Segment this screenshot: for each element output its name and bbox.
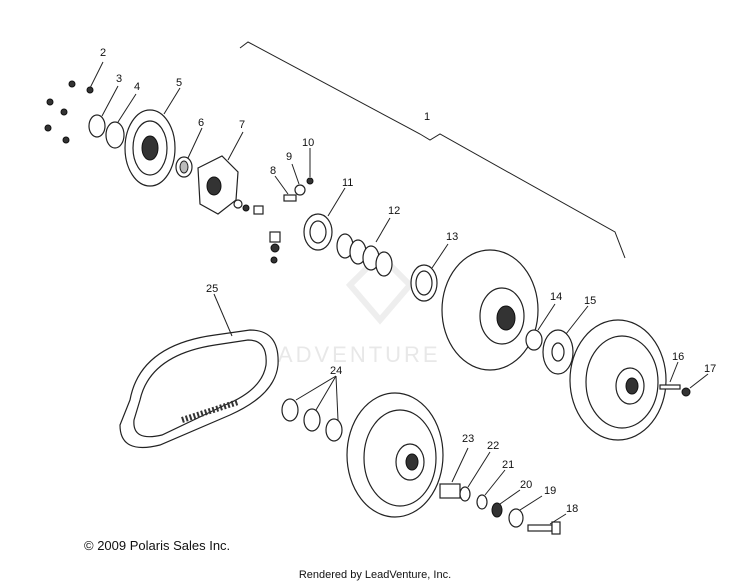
rendered-by-text: Rendered by LeadVenture, Inc. <box>298 569 452 581</box>
washer-part-22 <box>459 451 491 502</box>
copyright-text: © 2009 Polaris Sales Inc. <box>84 538 231 553</box>
bushing-part-23 <box>439 447 469 499</box>
spring-part-12 <box>336 217 393 277</box>
callout-3: 3 <box>116 73 122 85</box>
callout-17: 17 <box>704 363 716 375</box>
callout-22: 22 <box>487 440 499 452</box>
callout-19: 19 <box>544 485 556 497</box>
callout-9: 9 <box>286 151 292 163</box>
drive-belt-part-25 <box>119 293 279 449</box>
callout-24: 24 <box>330 365 342 377</box>
washer-part-10 <box>306 148 314 185</box>
callout-6: 6 <box>198 117 204 129</box>
callout-25: 25 <box>206 283 218 295</box>
washer-part-19 <box>508 495 543 528</box>
clip-part-17 <box>681 373 709 397</box>
callout-5: 5 <box>176 77 182 89</box>
cover-part-5 <box>124 87 181 187</box>
assembly-bracket <box>239 41 626 259</box>
washer-part-21 <box>476 469 506 510</box>
screws-part-2 <box>44 61 104 144</box>
bushing-part-14 <box>525 303 556 351</box>
callout-16: 16 <box>672 351 684 363</box>
callout-7: 7 <box>239 119 245 131</box>
callout-18: 18 <box>566 503 578 515</box>
callout-2: 2 <box>100 47 106 59</box>
pin-part-16 <box>659 361 681 390</box>
fixed-sheave-lower <box>346 392 444 518</box>
ring-part-3 <box>88 85 119 138</box>
callout-23: 23 <box>462 433 474 445</box>
movable-sheave <box>441 249 539 371</box>
callout-11: 11 <box>342 177 353 189</box>
callout-14: 14 <box>550 291 562 303</box>
callout-15: 15 <box>584 295 596 307</box>
spider-part-7 <box>197 131 264 215</box>
bolt-part-18 <box>527 513 567 535</box>
callout-13: 13 <box>446 231 458 243</box>
fixed-sheave-upper <box>569 319 667 441</box>
pin-part-8 <box>274 175 297 202</box>
callout-21: 21 <box>502 459 514 471</box>
small-bushings <box>269 231 281 264</box>
callout-4: 4 <box>134 81 140 93</box>
callout-1: 1 <box>424 111 430 123</box>
roller-part-9 <box>291 163 306 196</box>
ring-part-13 <box>410 243 449 302</box>
callout-10: 10 <box>302 137 314 149</box>
washer-part-15 <box>542 305 589 375</box>
washer-part-4 <box>105 93 137 149</box>
seal-part-11 <box>303 187 346 251</box>
callout-12: 12 <box>388 205 400 217</box>
callout-20: 20 <box>520 479 532 491</box>
callout-8: 8 <box>270 165 276 177</box>
shims-part-24 <box>281 375 343 442</box>
bushing-part-6 <box>175 127 203 178</box>
washer-part-20 <box>491 489 521 518</box>
